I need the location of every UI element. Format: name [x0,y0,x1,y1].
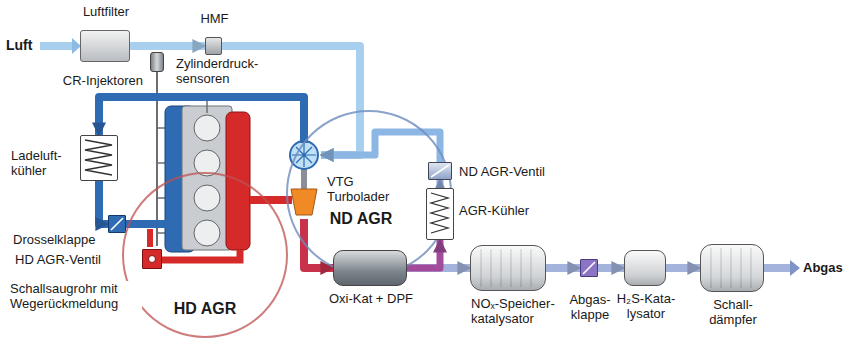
air-inlet-pipe [40,42,74,50]
silencer: Schall- dämpfer [700,244,764,292]
hp-egr-region: HD AGR HD AGR-Ventil [122,172,288,338]
lp-egr-valve: ND AGR-Ventil [428,162,452,180]
part-label: ND AGR-Ventil [459,164,551,179]
exhaust-outlet-arrow [790,260,800,276]
exhaust-flap: Abgas- klappe [580,259,598,277]
housing-rib [481,249,482,287]
hp-egr-pipe [147,229,153,247]
dot-symbol [143,250,161,268]
engine-block [182,106,232,250]
diag-symbol [429,163,451,179]
air-filter: Luftfilter [80,30,130,62]
part-label: AGR-Kühler [459,203,537,218]
part-label: Ladeluft- kühler [11,148,75,178]
hp-egr-pipe [160,250,240,260]
part-label: HD AGR [170,300,240,318]
housing-rib [501,249,502,287]
h2s-catalyst: H₂S-Kata- lysator [624,250,666,286]
turbo-shaft [301,168,307,190]
diag-symbol [109,216,125,232]
cooler-coil [431,193,448,233]
part-label: HD AGR-Ventil [15,252,115,267]
hp-egr-valve: HD AGR-Ventil [142,249,162,269]
zig-symbol [81,136,117,180]
housing-rib [511,249,512,287]
housing-rib [531,249,532,287]
intake-pipe [126,220,166,228]
housing-rib [731,248,732,288]
housing-rib [521,249,522,287]
housing-rib [741,248,742,288]
throttle-valve: Drosselklappe [108,215,126,233]
valve-flap [111,218,123,230]
exhaust-outlet-pipe [764,264,792,272]
pipe-connector [99,181,108,224]
pipe-connector [598,264,624,272]
housing-rib [721,248,722,288]
pipe-connector [321,132,440,162]
cylinder [194,115,220,141]
part-label: H₂S-Kata- lysator [611,291,681,321]
part-label: NOₓ-Speicher- katalysator [471,296,561,326]
valve-flap [431,165,449,177]
housing-rib [751,248,752,288]
air-inlet-label: Luft [6,38,32,53]
pipe-connector [666,264,700,272]
valve-dot [149,256,156,263]
ribs-symbol [701,245,763,291]
sensor-label: Zylinderdruck- sensoren [176,56,276,86]
part-label: HMF [190,11,239,26]
part-label: Schallsaugrohr mit Wegerückmeldung [10,281,142,311]
compressor-wheel [290,141,318,169]
nox-storage-catalyst: NOₓ-Speicher- katalysator [470,245,546,291]
oxidation-catalyst: Oxi-Kat + DPF [333,250,407,286]
exhaust-outlet-label: Abgas [803,260,843,275]
pipe-connector [130,42,205,50]
cooler-coil [85,140,112,175]
exhaust-manifold [226,112,250,250]
housing-rib [491,249,492,287]
ribs-symbol [471,246,545,290]
valve-flap [583,262,595,274]
cylinders [194,115,220,246]
part-label: ND AGR [326,210,396,228]
cylinder [194,185,220,211]
part-label: Schall- dämpfer [699,297,767,327]
part-label: Drosselklappe [13,232,108,247]
part-label: CR-Injektoren [39,73,143,88]
housing-rib [711,248,712,288]
air-mass-meter: HMF [205,37,222,55]
part-label: Oxi-Kat + DPF [323,291,419,306]
pipe-connector [99,97,304,143]
pipe-connector [546,264,580,272]
compressor-blades [292,143,316,167]
pipe-connector [437,180,444,188]
injector: CR-Injektoren [150,52,164,72]
cylinder [194,220,220,246]
egr-cooler: AGR-Kühler [426,188,454,240]
diag-symbol [581,260,597,276]
part-label: Luftfilter [73,4,139,19]
pipe-connector [407,240,440,268]
turbine [291,189,317,215]
turbocharger: VTG Turbolader [291,143,321,219]
intercooler: Ladeluft- kühler [80,135,118,181]
zig-symbol [427,189,453,239]
part-label: VTG Turbolader [327,174,405,204]
